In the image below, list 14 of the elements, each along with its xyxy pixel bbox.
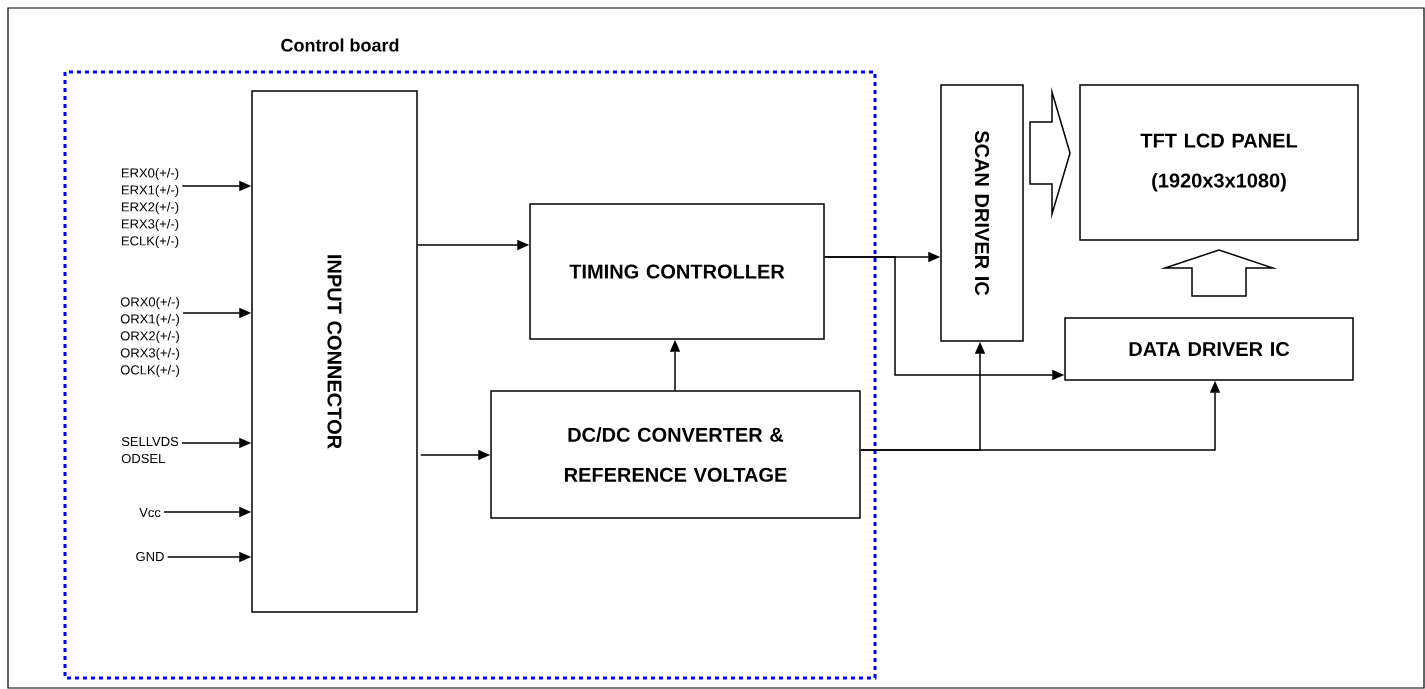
signal-label: Vcc: [139, 508, 161, 518]
process-box: TIMING CONTROLLER: [529, 203, 825, 340]
signal-label: ORX0(+/-) ORX1(+/-) ORX2(+/-) ORX3(+/-) OCLK(+/-): [120, 296, 179, 378]
block-arrow: [1160, 249, 1278, 297]
signal-label: GND: [136, 551, 164, 562]
signal-label: SELLVDS ODSEL: [121, 436, 179, 464]
process-box: DC/DC CONVERTER & REFERENCE VOLTAGE: [490, 390, 861, 519]
signal-label: ERX0(+/-) ERX1(+/-) ERX2(+/-) ERX3(+/-) ECLK(+/-): [122, 167, 179, 249]
panel-box: TFT LCD PANEL (1920x3x1080): [1079, 84, 1359, 241]
node-label: Control board: [281, 38, 399, 52]
block-arrow: [1029, 86, 1071, 220]
connector-box: INPUT CONNECTOR: [251, 90, 418, 613]
driver-box: SCAN DRIVER IC: [940, 84, 1024, 342]
driver-box: DATA DRIVER IC: [1064, 317, 1354, 381]
